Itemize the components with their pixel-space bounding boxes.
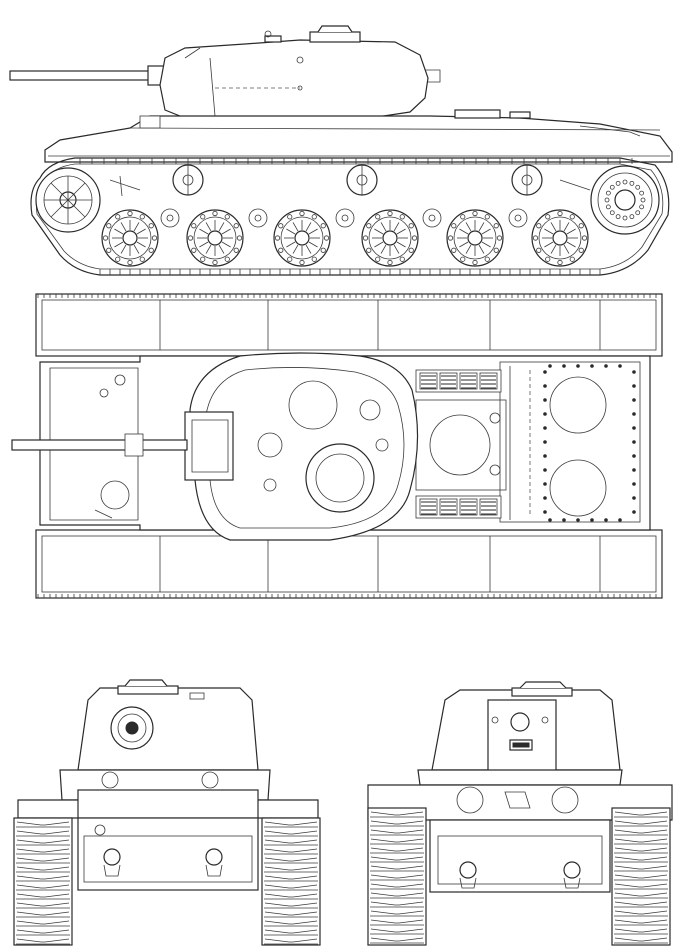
rear-tow-hook-right — [563, 861, 581, 889]
rear-view — [367, 681, 673, 946]
louvers-upper — [415, 369, 502, 393]
deck-hatch — [429, 414, 491, 476]
gun-mantlet-top — [184, 411, 234, 481]
engine-deck — [499, 361, 641, 523]
suspension-arms — [160, 208, 528, 228]
track-side — [30, 157, 670, 276]
tow-hook-right — [205, 848, 223, 877]
periscope-hatch — [288, 380, 338, 430]
commander-cupola — [309, 31, 361, 43]
top-view — [11, 293, 663, 599]
road-wheel — [361, 209, 419, 267]
track-top-upper — [35, 293, 663, 357]
gun-barrel — [9, 65, 171, 86]
engine-fan-left — [549, 376, 607, 434]
road-wheel — [531, 209, 589, 267]
return-roller — [346, 164, 378, 196]
suspension-hub — [508, 208, 528, 228]
track-plate-dividers — [159, 300, 601, 592]
return-roller — [172, 164, 204, 196]
suspension-hub — [422, 208, 442, 228]
road-wheel — [273, 209, 331, 267]
front-turret — [77, 687, 259, 771]
side-view — [9, 25, 673, 276]
louvers-lower — [415, 495, 502, 519]
turret-side — [159, 25, 441, 129]
hull-side — [44, 109, 673, 163]
return-roller — [511, 164, 543, 196]
track-edge-teeth — [37, 294, 657, 598]
drive-sprocket — [35, 167, 101, 233]
suspension-hub — [248, 208, 268, 228]
rear-track-right — [611, 807, 671, 946]
suspension-hub — [335, 208, 355, 228]
suspension-hub — [160, 208, 180, 228]
rear-tow-hook-left — [459, 861, 477, 889]
idler-wheel — [590, 165, 660, 235]
front-track-left — [13, 817, 73, 946]
road-wheel — [446, 209, 504, 267]
track-links — [79, 158, 633, 275]
front-view — [13, 679, 321, 946]
tow-hook-left — [103, 848, 121, 877]
return-rollers — [172, 164, 543, 196]
track-top-lower — [35, 529, 663, 599]
rear-track-left — [367, 807, 427, 946]
road-wheels — [101, 209, 589, 267]
rivets — [543, 364, 636, 522]
front-track-right — [261, 817, 321, 946]
road-wheel — [101, 209, 159, 267]
road-wheel — [186, 209, 244, 267]
gun-barrel-top — [11, 439, 188, 451]
engine-fan-right — [549, 459, 607, 517]
rear-lower-hull — [429, 819, 611, 893]
turret-top — [184, 352, 419, 541]
